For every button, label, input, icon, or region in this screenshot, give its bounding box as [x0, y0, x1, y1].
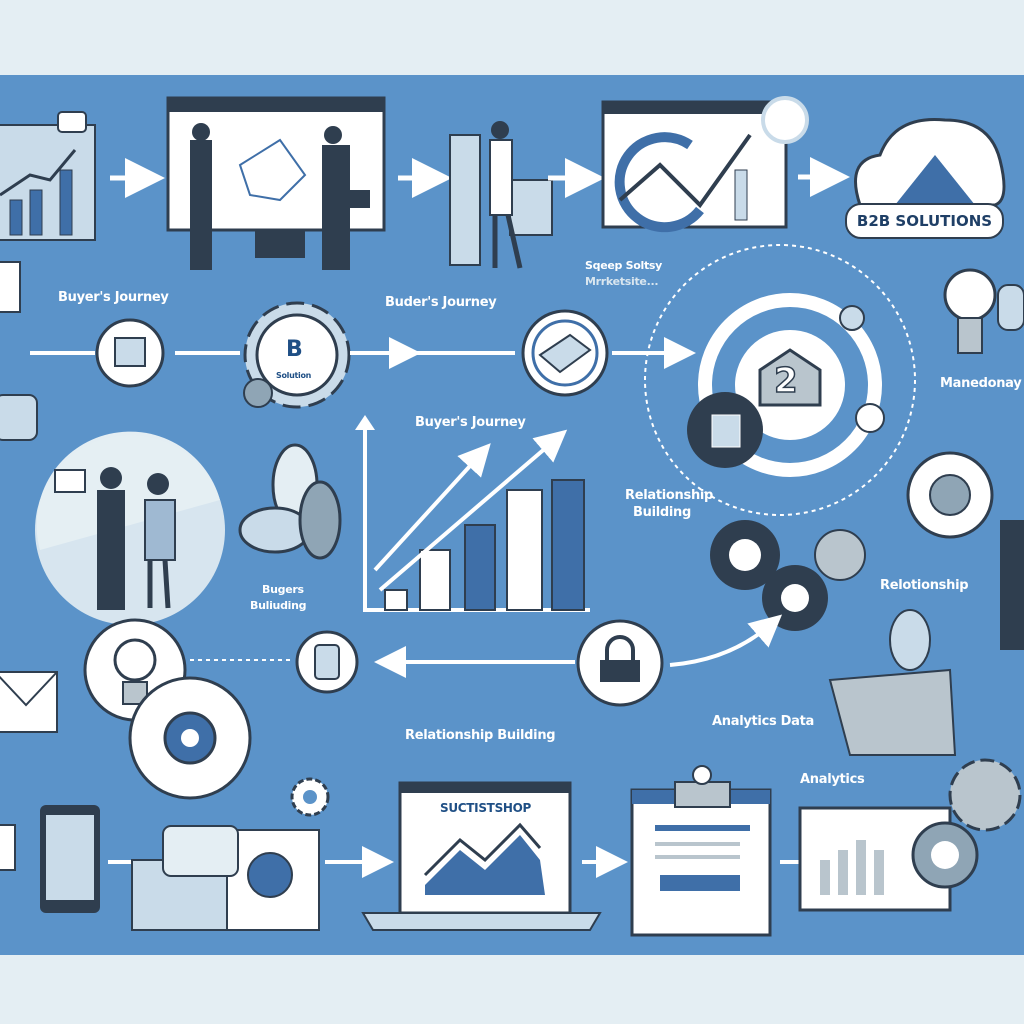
lightbulb-circle-icon	[83, 618, 252, 800]
analytics-dashboard-icon	[798, 758, 1022, 912]
gear-letter: B	[286, 337, 303, 362]
couple-business-icon	[35, 431, 225, 625]
laptop-chart-icon	[361, 781, 602, 931]
lightbulb-icon	[943, 268, 1024, 354]
lock-circle-icon	[576, 619, 664, 707]
laptop-screen-title: SUCTISTSHOP	[440, 801, 532, 815]
relationship-label-line2: Building	[633, 505, 691, 520]
businessman-target-icon	[906, 451, 1024, 650]
relotionship-label: Relotionship	[880, 578, 969, 593]
small-gear-icon	[290, 777, 330, 817]
woman-with-cabinets-icon	[449, 121, 553, 269]
analytics-data-label: Analytics Data	[712, 714, 815, 729]
buders-journey-label: Buder's Journey	[385, 295, 497, 310]
bar-chart-card-icon	[0, 111, 96, 241]
buyers-journey-label: Buyer's Journey	[58, 290, 169, 305]
envelope-icon	[0, 671, 58, 733]
package-circle-icon	[521, 309, 609, 397]
analytics-label: Analytics	[800, 772, 865, 787]
growth-bar-chart-icon	[355, 415, 590, 612]
cloud-icon	[854, 117, 1006, 207]
gear-icon	[243, 301, 351, 409]
target-rings-icon	[687, 293, 885, 477]
buyers-journey-center-label: Buyer's Journey	[415, 415, 526, 430]
relationship-label-line1: Relationship	[625, 488, 714, 503]
phone-chart-icon	[0, 805, 100, 913]
clipboard-report-icon	[630, 765, 772, 937]
phone-circle-icon	[295, 630, 359, 694]
left-device-icons	[0, 261, 38, 441]
badge-number: 2	[773, 361, 798, 401]
document-circle-icon	[95, 318, 165, 388]
gear-sub-label: Solution	[276, 371, 312, 380]
marketsite-label-line1: Sqeep Soltsy	[585, 259, 663, 272]
presentation-meeting-icon	[166, 96, 386, 270]
relationship-building-label: Relationship Building	[405, 728, 556, 743]
marketsite-label-line2: Mrrketsite...	[585, 275, 659, 288]
bugers-label-line2: Buliuding	[250, 599, 307, 612]
leaf-plant-icon	[238, 443, 342, 560]
growth-chart-board-icon	[601, 96, 809, 233]
bugers-label-line1: Bugers	[262, 583, 304, 596]
b2b-solutions-badge: B2B SOLUTIONS	[845, 203, 1004, 239]
map-chat-icon	[131, 825, 320, 931]
open-box-icon	[828, 609, 957, 756]
manedonay-label: Manedonay	[940, 376, 1022, 391]
